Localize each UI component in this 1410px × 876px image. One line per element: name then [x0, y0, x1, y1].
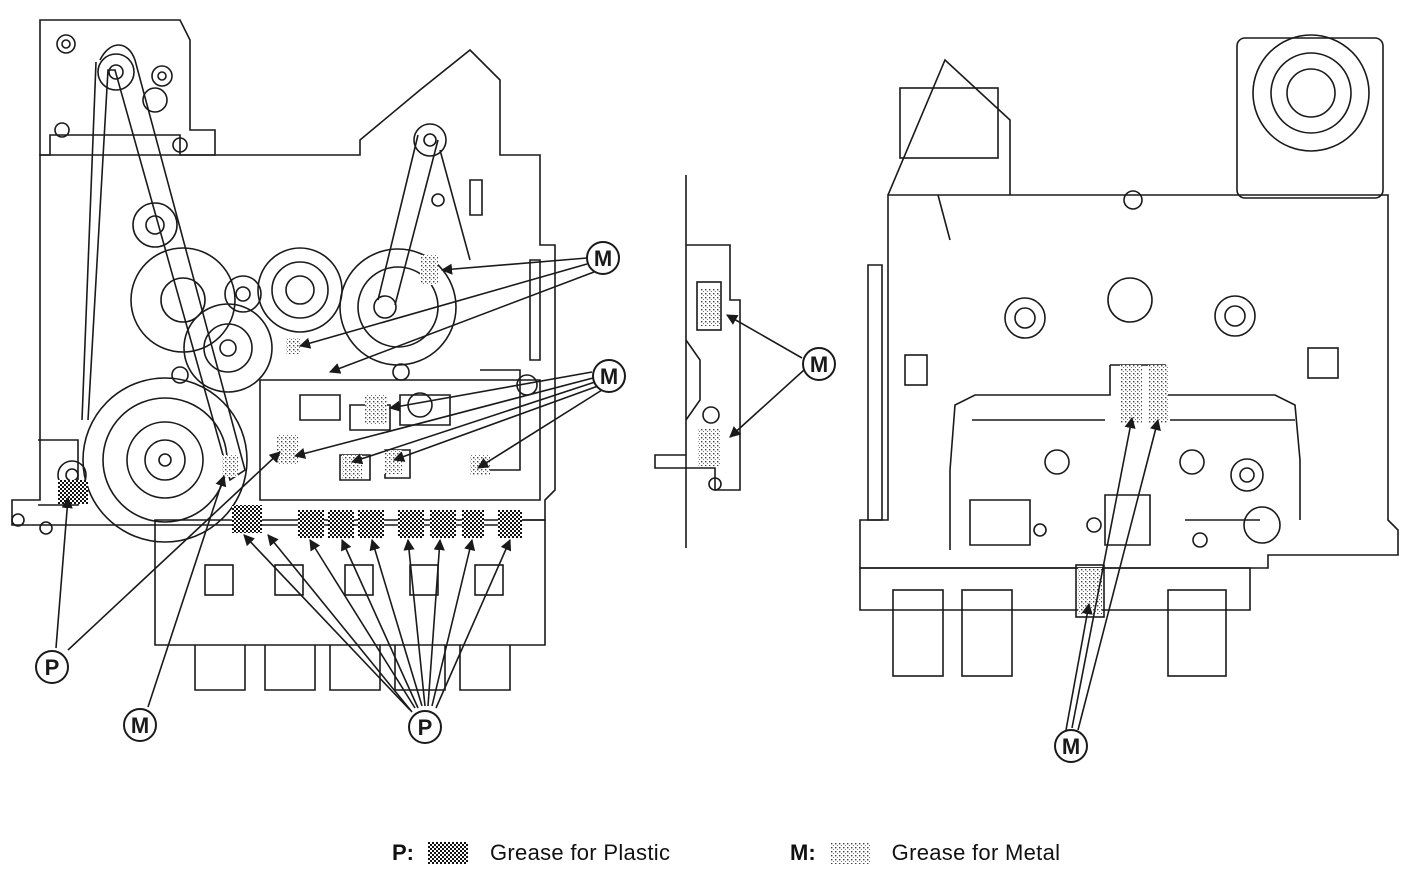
legend-key-metal: M:	[790, 840, 816, 865]
legend: P: Grease for Plastic M: Grease for Meta…	[0, 836, 1410, 876]
motor-pulley	[97, 53, 135, 91]
right-view	[859, 34, 1399, 677]
leader-lines-right	[1065, 416, 1161, 731]
screw-icon	[1192, 532, 1208, 548]
screw-icon	[1033, 523, 1047, 537]
gear	[183, 303, 273, 393]
svg-text:M: M	[810, 352, 828, 377]
leader-lines-left	[55, 257, 603, 713]
screw-icon	[1123, 190, 1143, 210]
head-assembly	[899, 87, 999, 159]
side-bracket	[654, 244, 741, 491]
callout-m-right: M	[1054, 729, 1088, 763]
callout-p-left: P	[35, 650, 69, 684]
callout-m-middle-left: M	[592, 359, 626, 393]
leader-lines-middle	[726, 314, 805, 438]
legend-key-plastic: P:	[392, 840, 414, 865]
grease-spots-left	[58, 255, 522, 538]
screw-icon	[172, 137, 188, 153]
callout-m-side: M	[802, 347, 836, 381]
metal-grease-swatch-icon	[829, 842, 870, 864]
svg-text:P: P	[45, 655, 60, 680]
screw-icon	[56, 34, 76, 54]
lower-solenoid-block	[859, 567, 1251, 611]
plastic-grease-swatch-icon	[428, 842, 468, 864]
screw-icon	[431, 193, 445, 207]
gear	[130, 247, 236, 353]
screw-icon	[708, 477, 722, 491]
screw-icon	[11, 513, 25, 527]
callout-m-bottom-left: M	[123, 708, 157, 742]
callout-m-top: M	[586, 241, 620, 275]
gear	[257, 247, 343, 333]
screw-icon	[54, 122, 70, 138]
lower-solenoid-block	[154, 519, 546, 646]
screw-icon	[1086, 517, 1102, 533]
gear	[224, 275, 262, 313]
svg-text:P: P	[418, 715, 433, 740]
screw-icon	[39, 521, 53, 535]
capstan-motor	[1236, 37, 1384, 199]
legend-label-metal: Grease for Metal	[891, 840, 1061, 865]
grease-spots-right	[1078, 365, 1168, 614]
legend-label-plastic: Grease for Plastic	[490, 840, 671, 865]
legend-item-plastic: P: Grease for Plastic	[392, 840, 670, 866]
legend-item-metal: M: Grease for Metal	[790, 840, 1060, 866]
grease-spots-middle	[698, 288, 720, 466]
svg-text:M: M	[1062, 734, 1080, 759]
middle-view	[654, 175, 741, 548]
callout-p-bottom: P	[408, 710, 442, 744]
screw-icon	[702, 406, 720, 424]
svg-text:M: M	[131, 713, 149, 738]
screw-icon	[151, 65, 173, 87]
reel-belt	[377, 134, 471, 306]
flywheel	[82, 377, 248, 543]
svg-text:M: M	[594, 246, 612, 271]
svg-text:M: M	[600, 364, 618, 389]
left-view	[11, 19, 556, 691]
main-chassis-plate	[11, 48, 556, 526]
drive-belt	[87, 44, 246, 482]
